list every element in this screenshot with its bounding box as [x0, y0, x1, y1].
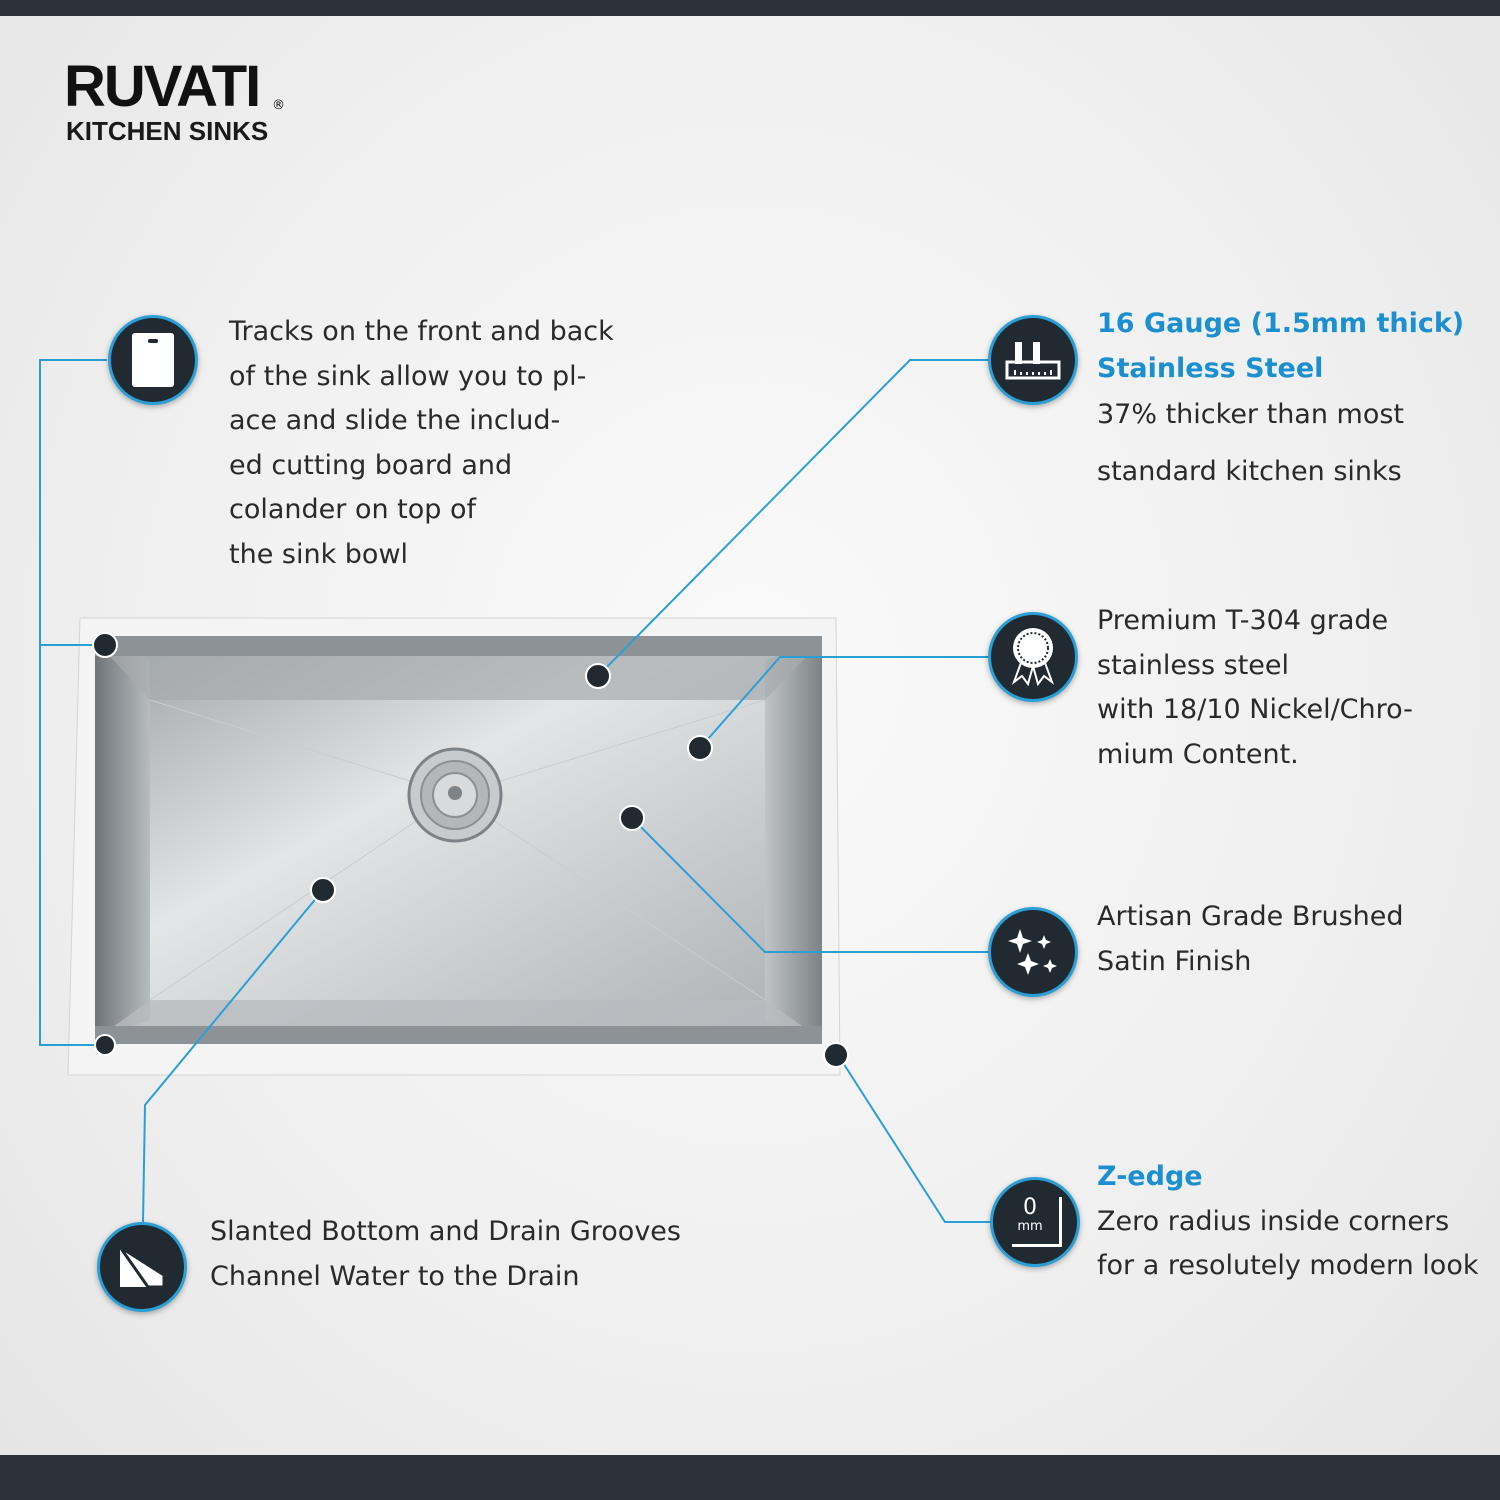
feature-title: Z-edge [1097, 1161, 1203, 1192]
gauge-description: 16 Gauge (1.5mm thick) Stainless Steel 3… [1097, 302, 1464, 494]
text-line: Slanted Bottom and Drain Grooves [210, 1216, 681, 1247]
text-line: Premium T-304 grade [1097, 605, 1389, 636]
callout-lines [39, 359, 990, 1223]
callout-dot [92, 632, 118, 658]
callout-line-tracks [39, 359, 107, 1046]
sink-image [67, 617, 841, 1076]
ruler-thickness-icon [988, 315, 1078, 405]
text-line: 37% thicker than most [1097, 399, 1405, 430]
text-line: stainless steel [1097, 649, 1290, 681]
text-line: Artisan Grade Brushed [1097, 901, 1404, 932]
text-line: the sink bowl [229, 538, 409, 570]
award-ribbon-icon [988, 612, 1078, 702]
callout-line-zedge [837, 1054, 990, 1223]
bottom-bar [0, 1455, 1500, 1500]
icon-unit: mm [1017, 1219, 1043, 1234]
text-line: Zero radius inside corners [1097, 1205, 1450, 1237]
feature-title: 16 Gauge (1.5mm thick) [1097, 308, 1465, 339]
premium-description: Premium T-304 grade stainless steel with… [1097, 599, 1413, 777]
registered-mark: ® [272, 98, 285, 113]
text-line: Satin Finish [1097, 945, 1252, 977]
callout-line-slanted [142, 889, 324, 1223]
zedge-description: Z-edge Zero radius inside corners for a … [1097, 1155, 1478, 1289]
brand-logo: RUVATI [64, 54, 261, 119]
text-line: Tracks on the front and back [229, 316, 614, 347]
text-line: ace and slide the includ- [229, 405, 561, 436]
top-bar [0, 0, 1500, 16]
callout-dot [619, 805, 645, 831]
slanted-description: Slanted Bottom and Drain Grooves Channel… [210, 1210, 681, 1299]
callout-line-finish [631, 817, 988, 953]
text-line: for a resolutely modern look [1097, 1250, 1479, 1281]
callout-dots [92, 632, 849, 1068]
zero-radius-corner-icon: 0 mm [990, 1177, 1080, 1267]
text-line: standard kitchen sinks [1097, 455, 1402, 487]
text-line: Channel Water to the Drain [210, 1260, 580, 1292]
text-line: ed cutting board and [229, 449, 513, 481]
cutting-board-icon [108, 315, 198, 405]
callout-dot [94, 1034, 116, 1056]
drain [407, 747, 503, 843]
callout-dot [310, 877, 336, 903]
text-line: of the sink allow you to pl- [229, 360, 587, 392]
text-line: mium Content. [1097, 738, 1299, 770]
icon-value: 0 [1023, 1195, 1037, 1220]
finish-description: Artisan Grade Brushed Satin Finish [1097, 895, 1404, 984]
text-line: colander on top of [229, 494, 477, 525]
feature-title: Stainless Steel [1097, 352, 1324, 384]
text-line: with 18/10 Nickel/Chro- [1097, 694, 1413, 725]
sparkles-icon [988, 907, 1078, 997]
callout-dot [687, 735, 713, 761]
callout-line-premium [699, 656, 988, 749]
brand-tagline: KITCHEN SINKS [66, 116, 269, 146]
slanted-bottom-icon [97, 1222, 187, 1312]
callout-dot [585, 663, 611, 689]
tracks-description: Tracks on the front and back of the sink… [229, 310, 614, 577]
callout-line-gauge [597, 359, 988, 677]
callout-dot [823, 1042, 849, 1068]
